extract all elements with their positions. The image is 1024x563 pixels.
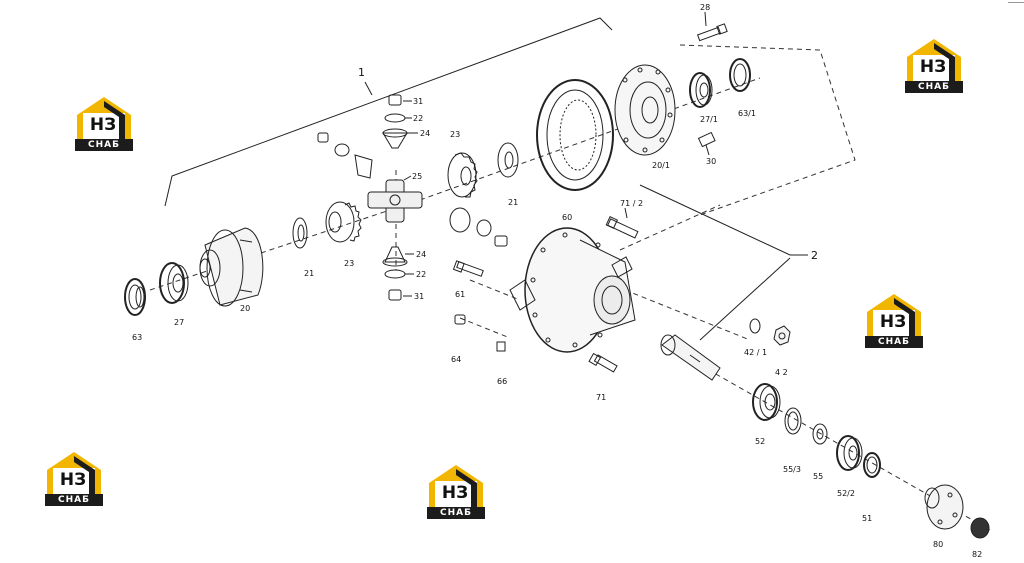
- callout-25: 25: [412, 172, 422, 181]
- callout-2: 2: [811, 249, 818, 262]
- callout-27: 27: [174, 318, 184, 327]
- house-icon: [867, 294, 921, 338]
- part-52-bearing: [752, 383, 781, 421]
- callout-82: 82: [972, 550, 982, 559]
- part-82-cap: [970, 517, 990, 539]
- logo-mark: НЗ: [879, 312, 907, 332]
- callout-31-bottom: 31: [414, 292, 424, 301]
- callout-61: 61: [455, 290, 465, 299]
- logo-mark: НЗ: [919, 57, 947, 77]
- callout-31-top: 31: [413, 97, 423, 106]
- callout-20: 20: [240, 304, 250, 313]
- callout-23-top: 23: [450, 130, 460, 139]
- small-pinion-left: [317, 132, 373, 179]
- logo-band: СНАБ: [45, 494, 103, 506]
- part-55-3-ring: [784, 407, 802, 435]
- part-42-1-washer: [749, 318, 761, 334]
- logo-mark: НЗ: [89, 115, 117, 135]
- part-28-bolt: [696, 23, 728, 42]
- callout-51: 51: [862, 514, 872, 523]
- part-20-1-flange: [614, 64, 676, 156]
- callout-66: 66: [497, 377, 507, 386]
- group-bracket-1: [164, 17, 613, 207]
- part-23-side-gear-top: [447, 152, 478, 198]
- ring-gear: [536, 79, 614, 191]
- callout-63: 63: [132, 333, 142, 342]
- part-21-washer-top: [497, 142, 519, 178]
- part-27-bearing: [159, 262, 189, 304]
- logo-band: СНАБ: [905, 81, 963, 93]
- callout-21-left: 21: [304, 269, 314, 278]
- callout-1: 1: [358, 66, 365, 79]
- brand-logo-2: НЗ СНАБ: [905, 37, 963, 93]
- brand-logo-1: НЗ СНАБ: [75, 95, 133, 151]
- callout-63-1: 63/1: [738, 109, 756, 118]
- house-icon: [429, 465, 483, 509]
- logo-band: СНАБ: [427, 507, 485, 519]
- logo-band: СНАБ: [75, 139, 133, 151]
- part-51-ring: [863, 452, 881, 478]
- callout-22-top: 22: [413, 114, 423, 123]
- part-21-washer-left: [292, 217, 308, 249]
- part-71-2-bolt: [605, 216, 639, 239]
- callout-42: 4 2: [775, 368, 788, 377]
- small-gear-right: [449, 207, 508, 247]
- part-42-nut: [773, 325, 791, 346]
- callout-21-top: 21: [508, 198, 518, 207]
- part-27-1-bearing: [689, 72, 713, 108]
- brand-logo-3: НЗ СНАБ: [865, 292, 923, 348]
- callout-71-2: 71 / 2: [620, 199, 643, 208]
- callout-52: 52: [755, 437, 765, 446]
- callout-80: 80: [933, 540, 943, 549]
- logo-mark: НЗ: [441, 483, 469, 503]
- part-31-top: [388, 94, 402, 106]
- callout-55-3: 55/3: [783, 465, 801, 474]
- part-52-2-bearing: [836, 435, 863, 471]
- part-63-1-cup: [729, 58, 751, 92]
- callout-24-top: 24: [420, 129, 430, 138]
- corner-divider: [1008, 2, 1024, 3]
- brand-logo-5: НЗ СНАБ: [427, 463, 485, 519]
- brand-logo-4: НЗ СНАБ: [45, 450, 103, 506]
- callout-27-1: 27/1: [700, 115, 718, 124]
- house-icon: [77, 97, 131, 141]
- callout-28: 28: [700, 3, 710, 12]
- callout-20-1: 20/1: [652, 161, 670, 170]
- callout-52-2: 52/2: [837, 489, 855, 498]
- part-80-flange: [924, 484, 964, 530]
- part-60-carrier: [509, 227, 636, 353]
- part-20-diff-housing: [199, 227, 264, 307]
- part-71-bolt: [588, 352, 618, 373]
- part-66-pin: [496, 341, 506, 352]
- part-63-bearing-cup: [124, 278, 146, 316]
- part-24-bottom: [382, 246, 408, 267]
- part-64-bolt: [454, 314, 466, 325]
- house-icon: [47, 452, 101, 496]
- pinion-shaft: [660, 334, 721, 381]
- logo-mark: НЗ: [59, 470, 87, 490]
- callout-64: 64: [451, 355, 461, 364]
- callout-55: 55: [813, 472, 823, 481]
- logo-band: СНАБ: [865, 336, 923, 348]
- callout-42-1: 42 / 1: [744, 348, 767, 357]
- house-icon: [907, 39, 961, 83]
- callout-22-bottom: 22: [416, 270, 426, 279]
- group-leader-2: [639, 184, 808, 341]
- part-31-bottom: [388, 289, 402, 301]
- callout-30: 30: [706, 157, 716, 166]
- part-30-bolt: [697, 131, 716, 156]
- part-61-bolt: [452, 260, 484, 277]
- callout-24-bottom: 24: [416, 250, 426, 259]
- part-25-spider: [367, 179, 423, 223]
- callout-23-left: 23: [344, 259, 354, 268]
- callout-60: 60: [562, 213, 572, 222]
- callout-71: 71: [596, 393, 606, 402]
- part-23-side-gear-left: [325, 201, 362, 243]
- label-leaders: [403, 11, 707, 297]
- part-55-washer: [812, 423, 828, 445]
